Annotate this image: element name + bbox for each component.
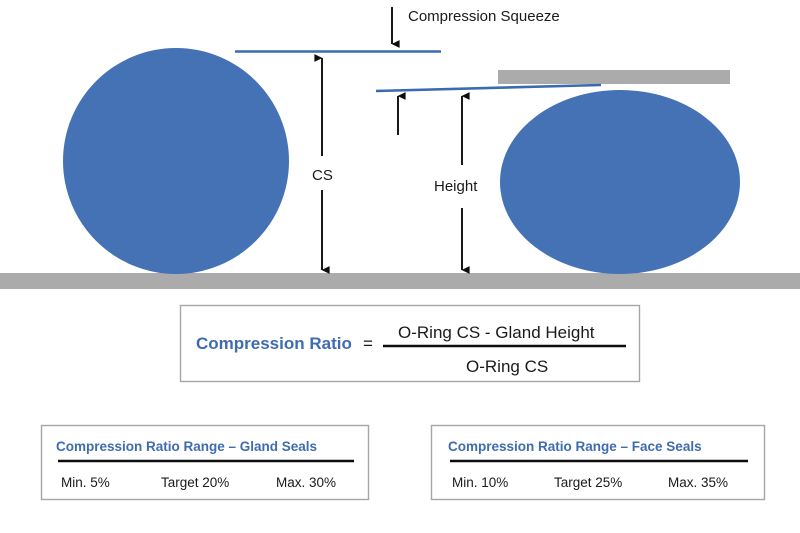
face-seals-range-table: Compression Ratio Range – Face Seals Min… [430,424,766,501]
gland-surface [498,70,730,84]
base-surface [0,273,800,289]
formula-numerator: O-Ring CS - Gland Height [398,323,595,342]
formula-panel-border [179,304,641,383]
face-seals-max-cell: Max. 35% [668,475,728,490]
face-seals-target-cell: Target 25% [554,475,622,490]
gland-seals-table-title: Compression Ratio Range – Gland Seals [56,439,317,454]
face-seals-table-border [430,424,766,501]
formula-label: Compression Ratio [196,334,352,353]
compressed-o-ring [500,90,740,274]
compression-ratio-formula-panel: Compression Ratio = O-Ring CS - Gland He… [179,304,641,383]
gland-seals-range-table: Compression Ratio Range – Gland Seals Mi… [40,424,370,501]
gland-seals-target-cell: Target 20% [161,475,229,490]
height-label: Height [434,178,478,195]
gland-seals-table-border [40,424,370,501]
gland-seals-max-cell: Max. 30% [276,475,336,490]
formula-equals-sign: = [363,334,373,353]
compression-squeeze-label: Compression Squeeze [408,8,560,25]
cs-label: CS [312,167,333,184]
uncompressed-o-ring [63,48,289,274]
formula-denominator: O-Ring CS [466,357,548,376]
gland-seals-min-cell: Min. 5% [61,475,110,490]
face-seals-min-cell: Min. 10% [452,475,508,490]
compressed-top-reference-line [375,83,602,93]
face-seals-table-title: Compression Ratio Range – Face Seals [448,439,702,454]
